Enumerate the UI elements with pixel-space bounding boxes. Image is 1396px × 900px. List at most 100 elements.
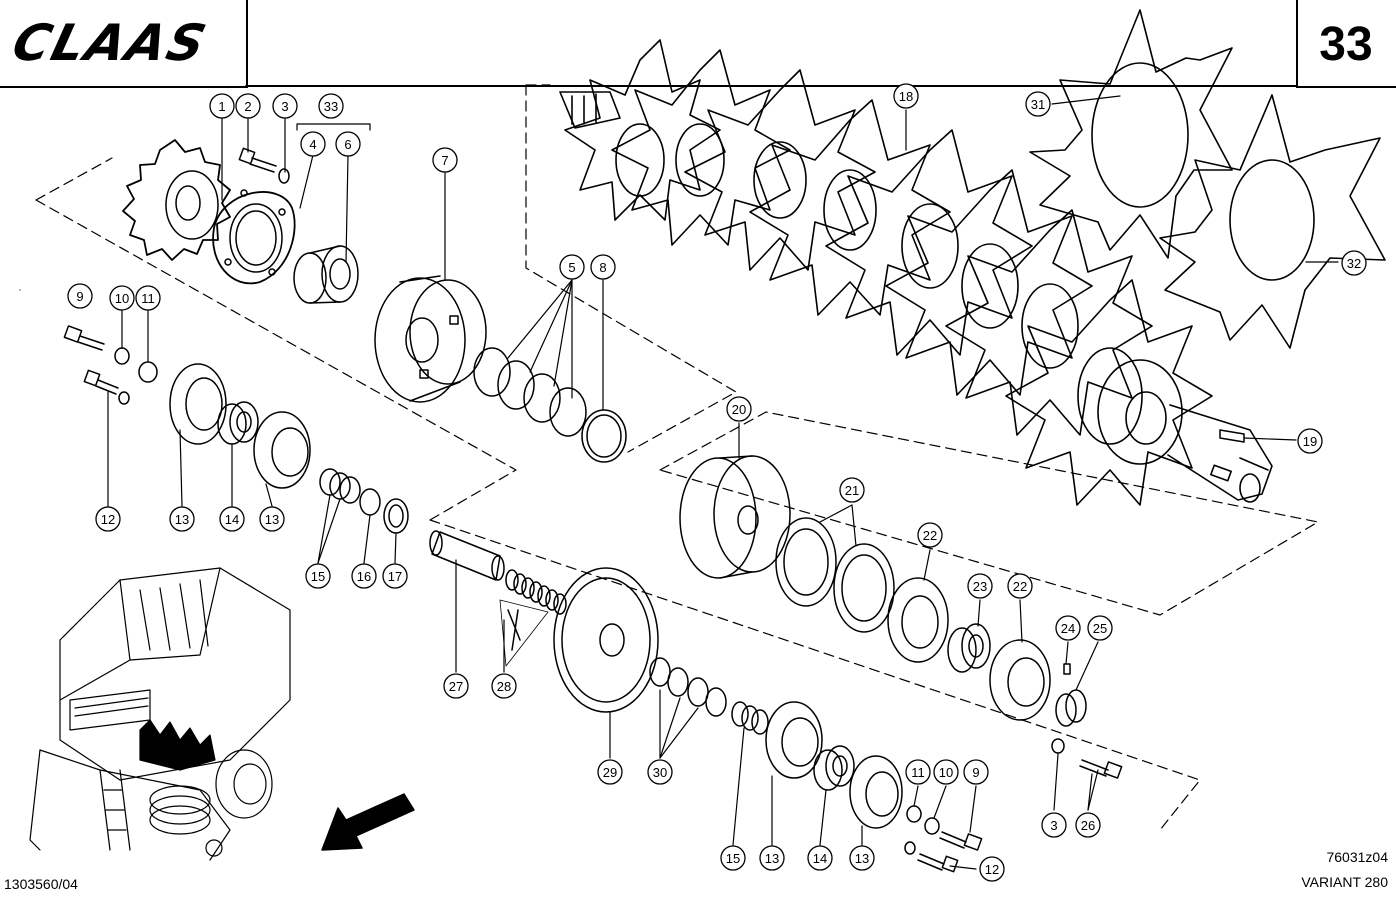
bearing-part-23 xyxy=(947,623,991,673)
callout-4: 4 xyxy=(300,131,326,157)
callout-number: 10 xyxy=(939,765,953,780)
callout-circle xyxy=(720,845,746,871)
callout-13: 13 xyxy=(759,845,785,871)
callout-circle xyxy=(839,477,865,503)
callout-22: 22 xyxy=(917,522,943,548)
callout-5: 5 xyxy=(559,254,585,280)
bolt-part-12-left xyxy=(83,369,119,395)
callout-circle xyxy=(382,563,408,589)
direction-arrow-icon xyxy=(321,793,415,851)
logo-frame: CLAAS xyxy=(0,0,248,88)
callout-number: 15 xyxy=(726,851,740,866)
callout-number: 17 xyxy=(388,569,402,584)
callout-circle xyxy=(1025,91,1051,117)
callout-3: 3 xyxy=(272,93,298,119)
callout-20: 20 xyxy=(726,396,752,422)
callout-circle xyxy=(305,563,331,589)
callout-circle xyxy=(759,845,785,871)
callout-number: 18 xyxy=(899,89,913,104)
bolt-part-26 xyxy=(1079,759,1123,779)
callout-circle xyxy=(272,93,298,119)
washer-part-11-left xyxy=(138,361,158,383)
rotor-assembly-part-18 xyxy=(559,39,1273,506)
washer-part-11-bottom xyxy=(906,805,922,823)
callout-circle xyxy=(647,759,673,785)
callout-13: 13 xyxy=(259,506,285,532)
callout-6: 6 xyxy=(335,131,361,157)
callout-number: 3 xyxy=(281,99,288,114)
callout-12: 12 xyxy=(979,856,1005,882)
callout-number: 1 xyxy=(218,99,225,114)
callout-32: 32 xyxy=(1341,250,1367,276)
callout-11: 11 xyxy=(905,759,931,785)
washer-part-10-left xyxy=(114,347,130,365)
callout-circle xyxy=(597,759,623,785)
callout-number: 20 xyxy=(732,402,746,417)
callout-number: 15 xyxy=(311,569,325,584)
callout-circle xyxy=(135,285,161,311)
callout-circle xyxy=(807,845,833,871)
callout-number: 28 xyxy=(497,679,511,694)
sleeve-part-27 xyxy=(429,530,505,581)
star-disc-part-31 xyxy=(1029,9,1233,259)
callout-11: 11 xyxy=(135,285,161,311)
shim-rings-part-5 xyxy=(473,347,587,437)
hub-part-20 xyxy=(679,455,791,579)
hub-part-7 xyxy=(374,275,487,403)
disc-part-21 xyxy=(775,517,895,633)
callout-number: 12 xyxy=(101,512,115,527)
callout-number: 24 xyxy=(1061,621,1075,636)
callout-circle xyxy=(905,759,931,785)
callout-14: 14 xyxy=(807,845,833,871)
washer-part-12-bottom xyxy=(904,841,916,855)
callout-number: 29 xyxy=(603,765,617,780)
callout-18: 18 xyxy=(893,83,919,109)
callout-circle xyxy=(1087,615,1113,641)
callout-number: 14 xyxy=(225,512,239,527)
callout-circle xyxy=(259,506,285,532)
callout-circle xyxy=(169,506,195,532)
callout-15: 15 xyxy=(720,845,746,871)
bolt-part-9-left xyxy=(63,325,105,351)
callout-22: 22 xyxy=(1007,573,1033,599)
flange-part-13-bottom-a xyxy=(765,701,823,779)
flange-part-13-left-a xyxy=(169,363,227,445)
callout-circle xyxy=(351,563,377,589)
callout-number: 16 xyxy=(357,569,371,584)
callout-number: 13 xyxy=(855,851,869,866)
callout-circle xyxy=(443,673,469,699)
callout-8: 8 xyxy=(590,254,616,280)
page-number-frame xyxy=(1296,0,1396,88)
bearing-part-14-bottom xyxy=(813,745,855,791)
spring-part-28 xyxy=(499,569,567,667)
callout-circle xyxy=(963,759,989,785)
callout-number: 6 xyxy=(344,137,351,152)
callout-circle xyxy=(967,573,993,599)
callout-26: 26 xyxy=(1075,812,1101,838)
callout-number: 31 xyxy=(1031,97,1045,112)
baler-overview-thumbnail xyxy=(29,567,291,861)
callout-21: 21 xyxy=(839,477,865,503)
bolt-part-9-bottom xyxy=(939,831,983,851)
callout-number: 27 xyxy=(449,679,463,694)
callout-10: 10 xyxy=(933,759,959,785)
callout-number: 26 xyxy=(1081,818,1095,833)
washer-part-3 xyxy=(278,168,290,184)
callout-29: 29 xyxy=(597,759,623,785)
washer-part-3-right xyxy=(1051,738,1065,754)
callout-circle xyxy=(67,283,93,309)
callout-25: 25 xyxy=(1087,615,1113,641)
callout-circle xyxy=(335,131,361,157)
callout-10: 10 xyxy=(109,285,135,311)
callout-13: 13 xyxy=(169,506,195,532)
callout-number: 8 xyxy=(599,260,606,275)
callout-number: 13 xyxy=(265,512,279,527)
collar-part-25 xyxy=(1055,689,1087,727)
callout-circle xyxy=(933,759,959,785)
callout-circle xyxy=(235,93,261,119)
callout-31: 31 xyxy=(1025,91,1051,117)
callout-9: 9 xyxy=(67,283,93,309)
callout-circle xyxy=(559,254,585,280)
